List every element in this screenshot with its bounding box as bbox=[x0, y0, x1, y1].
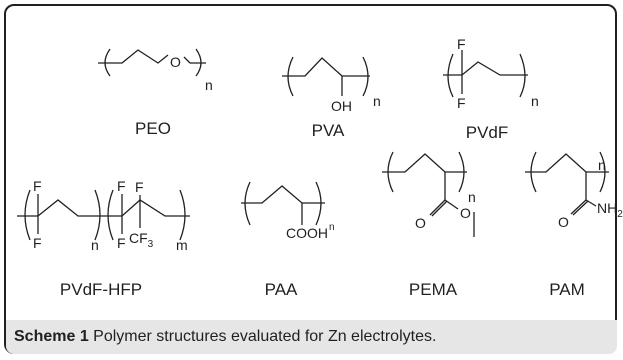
repeat-m: m bbox=[176, 237, 188, 253]
structure-pva: OH n bbox=[282, 56, 381, 114]
polymer-name-pam: PAM bbox=[549, 280, 585, 299]
repeat-n: n bbox=[468, 189, 476, 205]
atom-o: O bbox=[170, 54, 181, 70]
repeat-n: n bbox=[598, 157, 606, 173]
group-cooh: COOH bbox=[286, 225, 328, 241]
scheme-frame bbox=[4, 4, 617, 354]
scheme-caption: Scheme 1 Polymer structures evaluated fo… bbox=[14, 328, 436, 346]
polymer-name-paa: PAA bbox=[264, 280, 298, 299]
atom-oh: OH bbox=[331, 98, 352, 114]
repeat-n: n bbox=[205, 77, 213, 93]
repeat-n: n bbox=[91, 237, 99, 253]
atom-f: F bbox=[457, 95, 466, 111]
caption-bar bbox=[6, 320, 617, 354]
polymer-name-pvdf: PVdF bbox=[465, 123, 509, 142]
structure-peo: O n bbox=[98, 48, 213, 93]
structure-paa: COOH n bbox=[241, 181, 335, 241]
atom-o: O bbox=[558, 214, 569, 230]
polymer-name-pva: PVA bbox=[311, 121, 345, 140]
atom-f: F bbox=[117, 178, 126, 194]
atom-f: F bbox=[33, 235, 42, 251]
repeat-n: n bbox=[329, 222, 335, 233]
atom-f: F bbox=[33, 178, 42, 194]
polymer-name-peo: PEO bbox=[135, 119, 171, 138]
polymer-structures: O n OH n F F n F F F F F bbox=[17, 36, 623, 253]
structure-pvdf-hfp: F F F F F CF3 n m bbox=[17, 178, 190, 253]
caption-text: Polymer structures evaluated for Zn elec… bbox=[93, 328, 437, 345]
caption-label: Scheme 1 bbox=[14, 328, 89, 345]
atom-o: O bbox=[415, 215, 426, 231]
polymer-name-pema: PEMA bbox=[408, 280, 458, 299]
repeat-n: n bbox=[531, 93, 539, 109]
polymer-name-pvdf-hfp: PVdF-HFP bbox=[59, 280, 143, 299]
atom-f: F bbox=[135, 179, 144, 195]
repeat-n: n bbox=[373, 93, 381, 109]
atom-f: F bbox=[457, 36, 466, 52]
group-cf3: CF3 bbox=[129, 230, 154, 250]
structure-pema: O O n bbox=[382, 151, 476, 237]
atom-o: O bbox=[460, 205, 471, 221]
structure-pam: O NH2 n bbox=[525, 151, 623, 230]
group-nh2: NH2 bbox=[597, 200, 623, 220]
atom-f: F bbox=[117, 235, 126, 251]
structure-pvdf: F F n bbox=[443, 36, 539, 111]
